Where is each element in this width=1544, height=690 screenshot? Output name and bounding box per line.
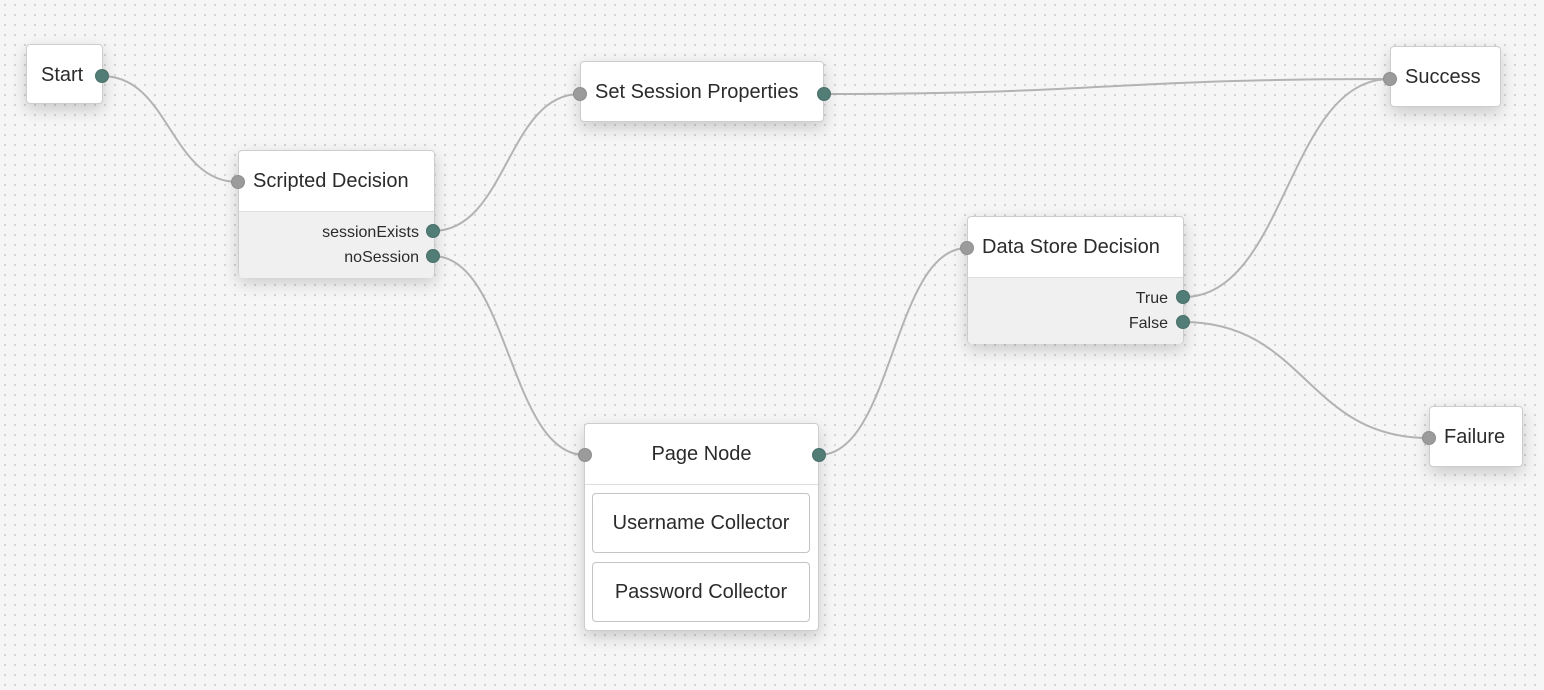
set-session-properties-input-port[interactable] [573, 87, 587, 101]
set-session-properties-node-label: Set Session Properties [595, 81, 799, 103]
connector-false-to-failure[interactable] [1182, 321, 1430, 439]
no-session-output-port[interactable] [426, 249, 440, 263]
scripted-decision-node[interactable]: Scripted Decision sessionExists noSessio… [238, 150, 435, 278]
connector-start-to-scripted-decision[interactable] [101, 75, 239, 183]
outcome-true: True [1135, 290, 1168, 307]
page-node-input-port[interactable] [578, 448, 592, 462]
failure-input-port[interactable] [1422, 431, 1436, 445]
data-store-decision-input-port[interactable] [960, 241, 974, 255]
success-node[interactable]: Success [1390, 46, 1501, 107]
set-session-properties-node[interactable]: Set Session Properties [580, 61, 824, 122]
scripted-decision-outcomes: sessionExists noSession [239, 211, 434, 278]
set-session-properties-output-port[interactable] [817, 87, 831, 101]
data-store-decision-outcomes: True False [968, 277, 1183, 344]
false-output-port[interactable] [1176, 315, 1190, 329]
data-store-decision-node[interactable]: Data Store Decision True False [967, 216, 1184, 344]
outcome-session-exists: sessionExists [322, 224, 419, 241]
password-collector-node[interactable]: Password Collector [592, 562, 810, 622]
page-node[interactable]: Page Node Username Collector Password Co… [584, 423, 819, 631]
success-node-label: Success [1405, 66, 1481, 88]
start-output-port[interactable] [95, 69, 109, 83]
data-store-decision-node-label: Data Store Decision [982, 236, 1160, 258]
success-input-port[interactable] [1383, 72, 1397, 86]
scripted-decision-node-label: Scripted Decision [253, 170, 409, 192]
connector-set-session-properties-to-success[interactable] [823, 78, 1391, 95]
start-node-label: Start [41, 64, 84, 86]
connector-session-exists-to-set-session-properties[interactable] [432, 93, 581, 232]
failure-node-label: Failure [1444, 426, 1506, 448]
connector-page-node-to-data-store-decision[interactable] [818, 247, 968, 456]
username-collector-node[interactable]: Username Collector [592, 493, 810, 553]
page-node-label: Page Node [585, 424, 818, 485]
scripted-decision-input-port[interactable] [231, 175, 245, 189]
connector-true-to-success[interactable] [1182, 78, 1391, 298]
failure-node[interactable]: Failure [1429, 406, 1523, 467]
start-node[interactable]: Start [26, 44, 103, 104]
true-output-port[interactable] [1176, 290, 1190, 304]
connector-no-session-to-page-node[interactable] [432, 255, 586, 456]
outcome-no-session: noSession [344, 249, 419, 266]
page-node-output-port[interactable] [812, 448, 826, 462]
session-exists-output-port[interactable] [426, 224, 440, 238]
outcome-false: False [1128, 315, 1168, 332]
